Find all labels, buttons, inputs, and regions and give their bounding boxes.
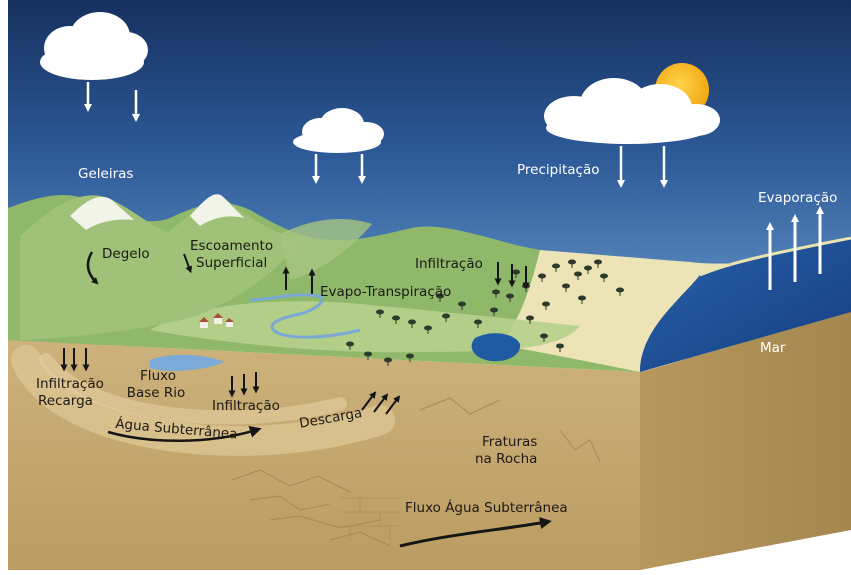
- label-fluxo-agua-subterranea: Fluxo Água Subterrânea: [405, 500, 568, 516]
- label-escoamento-1: Escoamento: [190, 238, 274, 254]
- soil-front: [8, 340, 640, 570]
- trees: [346, 259, 624, 366]
- label-escoamento-2: Superficial: [196, 255, 268, 271]
- groundwater-band: [11, 345, 395, 456]
- rock-fractures: [231, 397, 601, 547]
- label-mar: Mar: [760, 340, 786, 356]
- precipitation-arrows: [84, 82, 668, 188]
- lake-left: [150, 354, 224, 371]
- evaporation-arrows: [766, 206, 824, 290]
- snow-cap-2: [190, 194, 244, 226]
- label-fluxo-base-rio-2: Base Rio: [126, 385, 186, 401]
- river: [249, 293, 361, 339]
- cloud-middle: [293, 108, 384, 153]
- sea: [640, 236, 851, 372]
- label-infiltracao-top: Infiltração: [415, 256, 483, 272]
- label-infiltracao-recarga-1: Infiltração: [36, 376, 104, 392]
- label-infiltracao-mid: Infiltração: [212, 398, 280, 414]
- label-evaporacao: Evaporação: [758, 190, 838, 206]
- label-fluxo-base-rio-1: Fluxo: [140, 368, 176, 384]
- lake-right: [471, 333, 521, 362]
- label-degelo: Degelo: [102, 246, 150, 262]
- mountain-range: [20, 194, 300, 340]
- label-evapo-transpiracao: Evapo-Transpiração: [320, 284, 452, 300]
- soil-side: [640, 312, 851, 570]
- rock-bricks: [340, 497, 400, 540]
- label-fraturas-2: na Rocha: [475, 451, 538, 467]
- snow-cap-1: [70, 196, 134, 230]
- cloud-right: [544, 78, 720, 144]
- label-fraturas-1: Fraturas: [482, 434, 538, 450]
- label-infiltracao-recarga-2: Recarga: [38, 393, 93, 409]
- label-precipitacao: Precipitação: [517, 162, 600, 178]
- dark-arrows: [60, 251, 552, 548]
- label-geleiras: Geleiras: [78, 166, 134, 182]
- cloud-left: [40, 12, 148, 80]
- houses: [199, 313, 234, 328]
